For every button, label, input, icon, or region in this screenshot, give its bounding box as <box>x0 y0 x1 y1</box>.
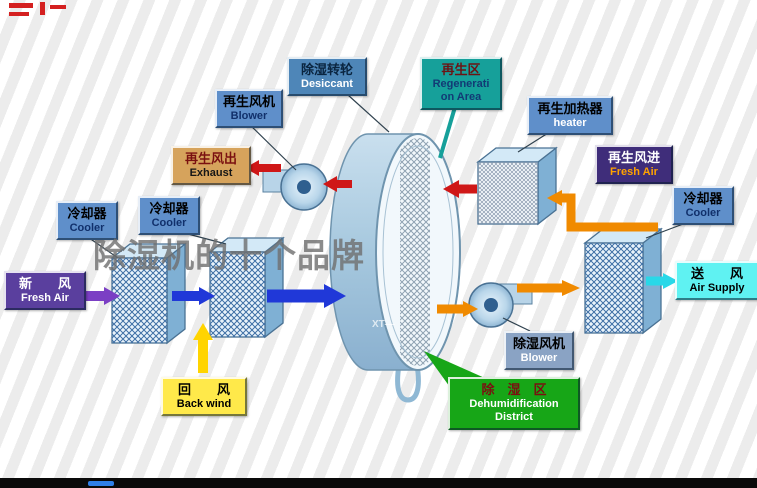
label-cooler-1-en: Cooler <box>69 221 105 234</box>
regen-inlet-arrowhead <box>547 190 562 206</box>
video-progress-bar[interactable] <box>0 478 757 488</box>
dry-air-arrowhead-2 <box>562 280 580 296</box>
label-cooler-right-zh: 冷却器 <box>683 191 723 206</box>
label-air-supply-en: Air Supply <box>689 281 745 294</box>
wheel-matrix-band <box>400 138 430 366</box>
return-air-arrowhead <box>193 323 213 340</box>
regen-area-pointer-line <box>438 106 457 159</box>
label-regen-blower: 再生风机 Blower <box>215 89 283 129</box>
label-cooler-2: 冷却器 Cooler <box>138 196 200 236</box>
regen-air-arrowhead-1 <box>443 180 459 198</box>
label-desiccant-wheel-zh: 除湿转轮 <box>300 62 353 77</box>
label-fresh-air-inlet-zh: 新 风 <box>18 276 71 291</box>
label-cooler-1-zh: 冷却器 <box>67 206 107 221</box>
regen-air-arrowhead-3 <box>245 160 259 176</box>
label-regen-heater-en: heater <box>553 116 587 129</box>
label-dehumid-area-en: Dehumidification District <box>469 397 559 424</box>
label-dehumid-blower-en: Blower <box>520 351 558 364</box>
regen-inlet-duct-arrow <box>562 193 658 232</box>
label-return-air: 回 风 Back wind <box>161 377 247 417</box>
corner-logo-fragment <box>9 2 66 16</box>
label-cooler-1: 冷却器 Cooler <box>56 201 118 241</box>
label-dehumid-blower-zh: 除湿风机 <box>512 336 565 351</box>
label-dehumid-area: 除 湿 区 Dehumidification District <box>448 377 580 430</box>
label-return-air-zh: 回 风 <box>177 382 230 397</box>
process-air-arrowhead-2 <box>324 284 346 308</box>
label-cooler-2-en: Cooler <box>151 216 187 229</box>
label-air-supply-zh: 送 风 <box>690 266 743 281</box>
fresh-air-arrowhead <box>104 287 120 305</box>
label-fresh-air-inlet-en: Fresh Air <box>21 291 69 304</box>
process-air-arrowhead-1 <box>199 287 215 305</box>
label-regeneration-area-zh: 再生区 <box>441 62 481 77</box>
label-regeneration-area-en1: Regenerati <box>432 77 490 90</box>
label-regen-heater: 再生加热器 heater <box>527 96 613 136</box>
label-desiccant-wheel-en: Desiccant <box>301 77 353 90</box>
supply-air-arrowhead <box>663 273 678 289</box>
regen-air-arrowhead-2 <box>323 176 337 192</box>
label-regen-fresh-air-zh: 再生风进 <box>607 150 660 165</box>
label-regeneration-area-en2: on Area <box>440 91 482 104</box>
label-regen-fresh-air-en: Fresh Air <box>610 165 658 178</box>
wheel-drive-belt <box>395 364 421 403</box>
cooler-box-right <box>583 227 663 335</box>
label-cooler-right: 冷却器 Cooler <box>672 186 734 226</box>
cooler-box-1 <box>110 242 187 345</box>
label-regen-exhaust: 再生风出 Exhaust <box>171 146 251 186</box>
wheel-watermark-text: XT— <box>372 319 395 330</box>
label-regeneration-area: 再生区 Regenerati on Area <box>420 57 502 110</box>
video-progress-played[interactable] <box>88 481 114 486</box>
label-fresh-air-inlet: 新 风 Fresh Air <box>4 271 86 311</box>
label-air-supply: 送 风 Air Supply <box>675 261 757 301</box>
label-regen-blower-zh: 再生风机 <box>222 94 275 109</box>
label-regen-blower-en: Blower <box>230 109 268 122</box>
regen-blower-fan <box>262 163 328 211</box>
label-regen-exhaust-zh: 再生风出 <box>184 151 237 166</box>
label-dehumid-area-zh: 除 湿 区 <box>481 382 547 397</box>
regen-heater-box <box>476 146 558 226</box>
cooler-box-2 <box>208 236 285 339</box>
label-regen-heater-zh: 再生加热器 <box>537 101 603 116</box>
label-desiccant-wheel: 除湿转轮 Desiccant <box>287 57 367 97</box>
label-regen-exhaust-en: Exhaust <box>189 166 233 179</box>
wheel-rim <box>382 145 454 359</box>
label-cooler-2-zh: 冷却器 <box>149 201 189 216</box>
dry-air-arrowhead-1 <box>463 301 478 317</box>
label-dehumid-blower: 除湿风机 Blower <box>504 331 574 371</box>
label-cooler-right-en: Cooler <box>685 206 721 219</box>
label-return-air-en: Back wind <box>176 397 232 410</box>
label-regen-fresh-air: 再生风进 Fresh Air <box>595 145 673 185</box>
